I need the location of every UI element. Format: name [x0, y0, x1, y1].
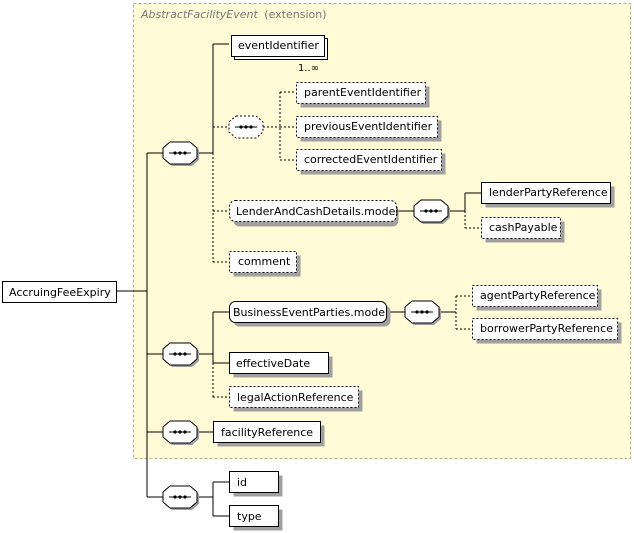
sequence-compositor-lender[interactable]	[413, 199, 450, 224]
group-business-event-parties[interactable]: BusinessEventParties.model	[229, 301, 391, 327]
choice-compositor[interactable]	[228, 115, 264, 139]
event-identifier-label: eventIdentifier	[238, 39, 319, 52]
parent-event-identifier-label: parentEventIdentifier	[304, 86, 422, 99]
cash-payable-label: cashPayable	[489, 221, 558, 234]
extension-suffix: (extension)	[264, 8, 326, 21]
agent-party-reference-label: agentPartyReference	[480, 289, 596, 302]
sequence-compositor-2[interactable]	[162, 342, 199, 367]
type-label: type	[237, 510, 262, 523]
element-type[interactable]: type	[229, 505, 283, 531]
id-label: id	[237, 476, 247, 489]
sequence-compositor-parties[interactable]	[404, 300, 441, 325]
element-id[interactable]: id	[229, 471, 283, 497]
sequence-compositor-4[interactable]	[162, 485, 199, 510]
element-borrower-party-reference[interactable]: borrowerPartyReference	[472, 318, 622, 344]
connector-lines	[117, 43, 481, 517]
element-parent-event-identifier[interactable]: parentEventIdentifier	[296, 82, 430, 108]
element-event-identifier[interactable]: eventIdentifier 1..∞	[231, 35, 328, 75]
sequence-compositor-3[interactable]	[162, 420, 199, 445]
extension-base-name: AbstractFacilityEvent	[140, 8, 258, 21]
business-event-parties-label: BusinessEventParties.model	[233, 306, 388, 319]
sequence-compositor-1[interactable]	[162, 141, 199, 166]
element-effective-date[interactable]: effectiveDate	[229, 352, 333, 378]
corrected-event-identifier-label: correctedEventIdentifier	[304, 153, 438, 166]
previous-event-identifier-label: previousEventIdentifier	[304, 120, 433, 133]
facility-reference-label: facilityReference	[221, 426, 313, 439]
comment-label: comment	[238, 255, 291, 268]
element-agent-party-reference[interactable]: agentPartyReference	[472, 285, 602, 311]
element-comment[interactable]: comment	[229, 251, 301, 277]
event-identifier-multiplicity: 1..∞	[298, 63, 319, 74]
root-element-label: AccruingFeeExpiry	[9, 286, 111, 299]
element-legal-action-reference[interactable]: legalActionReference	[229, 386, 363, 412]
lender-and-cash-details-label: LenderAndCashDetails.model	[236, 205, 398, 218]
root-element[interactable]: AccruingFeeExpiry	[2, 281, 117, 303]
element-corrected-event-identifier[interactable]: correctedEventIdentifier	[296, 149, 446, 175]
group-lender-and-cash-details[interactable]: LenderAndCashDetails.model	[229, 200, 399, 227]
element-cash-payable[interactable]: cashPayable	[481, 217, 565, 243]
element-facility-reference[interactable]: facilityReference	[213, 421, 325, 447]
legal-action-reference-label: legalActionReference	[237, 391, 354, 404]
effective-date-label: effectiveDate	[236, 357, 310, 370]
borrower-party-reference-label: borrowerPartyReference	[480, 322, 613, 335]
svg-text:AbstractFacilityEvent (e: AbstractFacilityEvent (extension)	[140, 8, 327, 21]
element-previous-event-identifier[interactable]: previousEventIdentifier	[296, 116, 442, 142]
lender-party-reference-label: lenderPartyReference	[489, 186, 608, 199]
element-lender-party-reference[interactable]: lenderPartyReference	[481, 182, 615, 208]
